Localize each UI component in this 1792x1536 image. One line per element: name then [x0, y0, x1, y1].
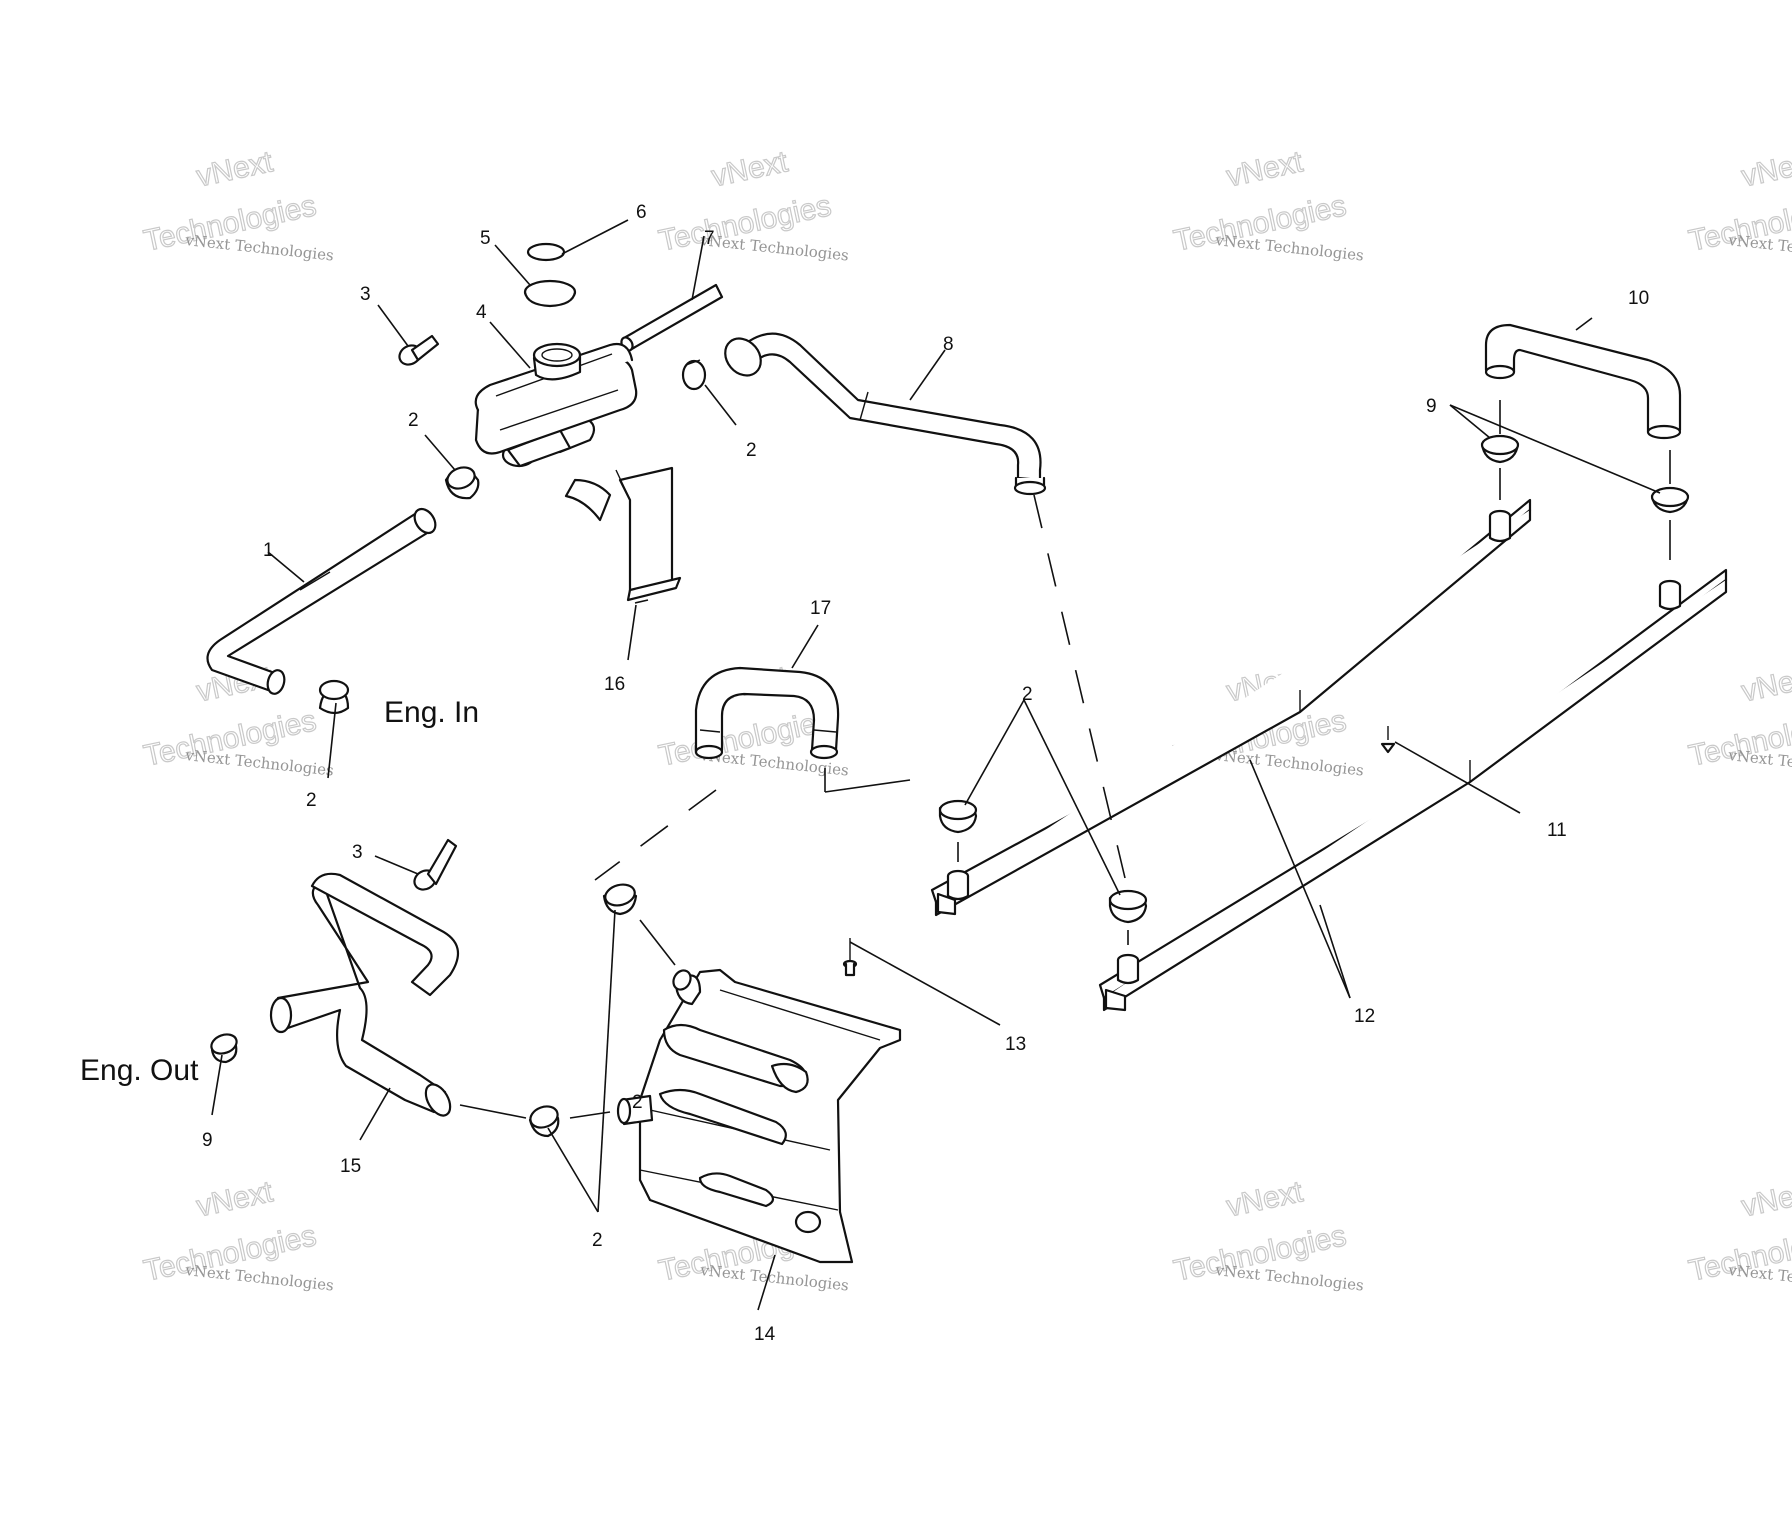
callout-17: 17 — [810, 598, 831, 619]
part-12-heat-exchanger-upper — [930, 498, 1532, 917]
callout-15: 15 — [340, 1156, 361, 1177]
callout-2: 2 — [746, 440, 757, 461]
watermark-text: vNext Technologies — [1214, 746, 1365, 780]
part-9-clamp — [1650, 486, 1690, 514]
part-3-strap-clamp-bottom — [413, 838, 458, 891]
callout-12: 12 — [1354, 1006, 1375, 1027]
callout-3: 3 — [360, 284, 371, 305]
part-2-clamp — [681, 359, 707, 391]
part-2-clamp — [602, 883, 638, 916]
part-11-rivet — [1380, 726, 1396, 754]
engine-out-label: Eng. Out — [80, 1054, 199, 1087]
svg-text:vNext: vNext — [1739, 660, 1792, 708]
part-9-clamp — [1480, 434, 1520, 464]
callout-9: 9 — [202, 1130, 213, 1151]
callout-7: 7 — [704, 228, 715, 249]
callout-2: 2 — [632, 1092, 643, 1113]
part-15-hose — [269, 872, 460, 1117]
callout-2: 2 — [1022, 684, 1033, 705]
watermark-text: vNext Technologies — [184, 746, 335, 780]
watermark-text: vNext Technologies — [1214, 231, 1365, 265]
part-5-cap — [523, 279, 577, 308]
callout-8: 8 — [943, 334, 954, 355]
callout-6: 6 — [636, 202, 647, 223]
callout-2: 2 — [408, 410, 419, 431]
watermark-text: vNext Technologies — [184, 231, 335, 265]
callout-5: 5 — [480, 228, 491, 249]
part-14-heat-exchanger-shroud — [616, 968, 902, 1264]
callout-2: 2 — [306, 790, 317, 811]
callout-9: 9 — [1426, 396, 1437, 417]
watermark-text: vNext Technologies — [699, 231, 850, 265]
part-2-clamp — [318, 679, 350, 715]
callout-11: 11 — [1547, 820, 1567, 841]
part-9-clamp — [210, 1033, 238, 1064]
svg-text:vNext: vNext — [1739, 1175, 1792, 1223]
part-10-hose — [1484, 323, 1682, 440]
svg-text:vNext: vNext — [1224, 1175, 1307, 1223]
svg-text:vNext: vNext — [1739, 145, 1792, 193]
svg-text:vNext: vNext — [709, 145, 792, 193]
part-2-clamp — [938, 799, 978, 834]
callout-1: 1 — [263, 540, 274, 561]
callout-4: 4 — [476, 302, 487, 323]
part-12-heat-exchanger-lower — [1098, 568, 1728, 1012]
callout-14: 14 — [754, 1324, 776, 1345]
part-1-hose — [206, 507, 437, 695]
callout-10: 10 — [1628, 288, 1649, 309]
part-2-clamp — [528, 1105, 560, 1138]
watermark-text: vNext Technologies — [1727, 1261, 1792, 1295]
watermark-text: vNext Technologies — [1214, 1261, 1365, 1295]
callout-3: 3 — [352, 842, 363, 863]
callout-numbers: 1 2 2 2 2 2 2 3 3 4 5 6 7 8 9 9 10 11 12… — [202, 202, 1649, 1345]
watermark-text: vNext Technologies — [1727, 231, 1792, 265]
part-4-reservoir — [474, 342, 638, 468]
callout-13: 13 — [1005, 1034, 1026, 1055]
watermark-text: vNext Technologies — [184, 1261, 335, 1295]
part-17-hose — [694, 666, 840, 760]
part-2-clamp — [444, 466, 480, 500]
callout-16: 16 — [604, 674, 625, 695]
watermark-text: vNext Technologies — [1727, 746, 1792, 780]
part-8-hose — [724, 332, 1047, 496]
watermark-text: vNext Technologies — [699, 1261, 850, 1295]
part-2-clamp — [1108, 889, 1148, 924]
part-13-screw — [842, 938, 858, 977]
part-16-bracket — [564, 466, 682, 602]
svg-text:vNext: vNext — [1224, 145, 1307, 193]
callout-2: 2 — [592, 1230, 603, 1251]
svg-text:vNext: vNext — [194, 1175, 277, 1223]
leader-lines — [211, 219, 1671, 1311]
svg-text:vNext: vNext — [194, 145, 277, 193]
part-7-tube — [620, 283, 724, 352]
part-3-strap-clamp-top — [398, 334, 440, 366]
engine-in-label: Eng. In — [384, 696, 479, 729]
part-6-gasket — [526, 242, 566, 262]
